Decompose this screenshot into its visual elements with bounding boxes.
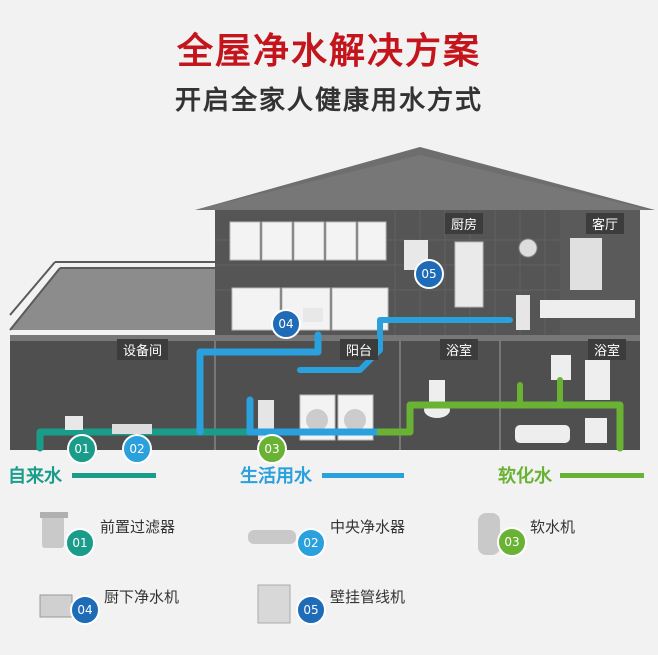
- legend-label-03: 软水机: [530, 518, 576, 536]
- page-title: 全屋净水解决方案: [176, 31, 481, 72]
- balcony-floor: [10, 268, 215, 330]
- marker-04: 04: [271, 309, 301, 339]
- legend-num-03: 03: [497, 527, 527, 557]
- wall-clock: [518, 238, 538, 258]
- life-pipe: [196, 331, 322, 436]
- legend-num-05: 05: [296, 595, 326, 625]
- zone-tap-bar: [72, 473, 156, 478]
- zone-life-bar: [322, 473, 404, 478]
- central-filter: [112, 424, 152, 434]
- legend-label-04: 厨下净水机: [104, 588, 180, 606]
- bookshelf: [570, 238, 602, 290]
- water-cooler: [516, 295, 530, 330]
- marker-02: 02: [122, 434, 152, 464]
- marker-01: 01: [67, 434, 97, 464]
- room-label-bath1: 浴室: [440, 339, 479, 360]
- legend-num-01: 01: [65, 528, 95, 558]
- legend-label-02: 中央净水器: [330, 518, 406, 536]
- zone-soft-label: 软化水: [498, 466, 552, 487]
- room-label-kitchen: 厨房: [445, 213, 484, 234]
- soft-pipe: [376, 401, 624, 452]
- marker-05: 05: [414, 259, 444, 289]
- room-label-living: 客厅: [586, 213, 625, 234]
- legend-num-02: 02: [296, 528, 326, 558]
- room-label-balcony: 阳台: [340, 339, 379, 360]
- bathtub: [515, 425, 570, 443]
- legend-label-01: 前置过滤器: [100, 518, 176, 536]
- marker-03: 03: [257, 434, 287, 464]
- zone-soft-bar: [560, 473, 644, 478]
- legend-num-04: 04: [70, 595, 100, 625]
- water-heater: [551, 355, 571, 380]
- fridge: [454, 241, 484, 308]
- page-subtitle: 开启全家人健康用水方式: [174, 86, 483, 116]
- tap-pipe: [36, 428, 254, 452]
- legend-label-05: 壁挂管线机: [330, 588, 406, 606]
- zone-tap-label: 自来水: [8, 466, 62, 487]
- cabinet: [585, 418, 607, 443]
- sofa: [540, 300, 635, 318]
- room-label-bath2: 浴室: [588, 339, 627, 360]
- room-label-equipment: 设备间: [117, 339, 169, 360]
- mirror: [585, 360, 610, 400]
- zone-life-label: 生活用水: [240, 466, 312, 487]
